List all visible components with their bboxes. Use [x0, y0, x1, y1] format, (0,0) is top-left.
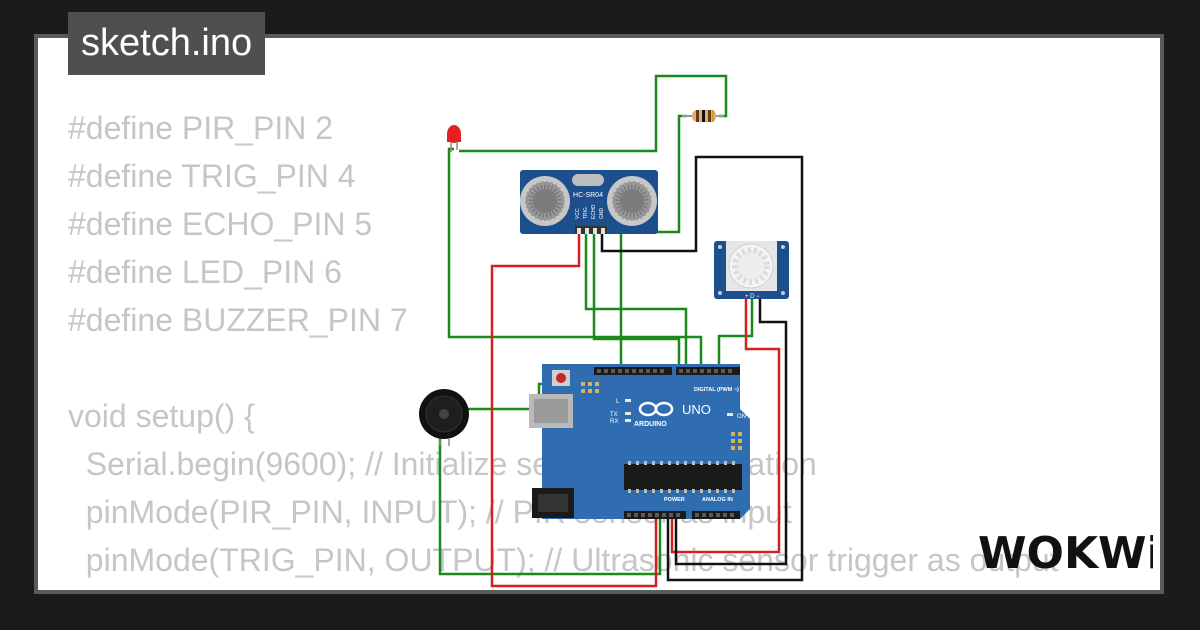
file-title: sketch.ino	[68, 12, 266, 75]
power-label: POWER	[664, 497, 685, 503]
pin-trig-label: TRIG	[583, 207, 589, 219]
on-label: ON	[737, 414, 746, 420]
code-line: #define TRIG_PIN 4	[68, 158, 356, 194]
led-rx-label: RX	[610, 419, 618, 425]
arduino-logo-icon	[638, 401, 674, 417]
led-l-label: L	[616, 399, 620, 405]
analog-label: ANALOG IN	[702, 497, 733, 503]
wire-trig	[584, 234, 688, 369]
code-line: void setup() {	[68, 398, 255, 434]
code-line: #define PIR_PIN 2	[68, 110, 334, 146]
pin-vcc-label: VCC	[575, 208, 581, 219]
wire-echo	[592, 234, 681, 369]
svg-text:+ D −: + D −	[745, 294, 760, 300]
wire-us-gnd-black	[600, 155, 804, 582]
wire-pir-gnd	[674, 299, 788, 566]
pin-echo-label: ECHO	[591, 204, 597, 219]
wire-resistor-led	[459, 74, 728, 153]
circuit-diagram[interactable]: HC-SR04 VCC TRIG ECHO GND + D −	[38, 38, 1164, 594]
code-line: #define LED_PIN 6	[68, 254, 342, 290]
wire-us-vcc	[490, 234, 658, 588]
buzzer-component[interactable]	[419, 389, 469, 446]
ultrasonic-label: HC-SR04	[573, 192, 603, 199]
led-tx-label: TX	[610, 412, 618, 418]
pir-sensor[interactable]: + D −	[714, 241, 789, 300]
pin-gnd-label: GND	[599, 208, 605, 220]
wokwi-logo: WOKWi	[978, 528, 1153, 578]
led-component[interactable]	[447, 125, 461, 152]
wire-pir-vcc	[670, 299, 781, 554]
uno-label: UNO	[682, 402, 711, 417]
wokwi-logo-text: WOKWi	[978, 528, 1153, 578]
code-line: pinMode(TRIG_PIN, OUTPUT); // Ultrasonic…	[68, 542, 1059, 578]
ultrasonic-sensor[interactable]: HC-SR04 VCC TRIG ECHO GND	[520, 170, 658, 234]
wire-buzzer-gnd	[438, 424, 662, 576]
digital-label: DIGITAL (PWM ~)	[694, 387, 739, 393]
arduino-uno-board[interactable]: DIGITAL (PWM ~) L TX RX UNO ARDUINO ON	[529, 364, 750, 519]
resistor-component[interactable]	[682, 110, 724, 122]
arduino-brand-label: ARDUINO	[634, 421, 667, 428]
preview-card: #define PIR_PIN 2 #define TRIG_PIN 4 #defi…	[34, 34, 1164, 594]
wire-pir-out	[717, 299, 754, 369]
code-line: #define BUZZER_PIN 7	[68, 302, 408, 338]
code-line: #define ECHO_PIN 5	[68, 206, 373, 242]
